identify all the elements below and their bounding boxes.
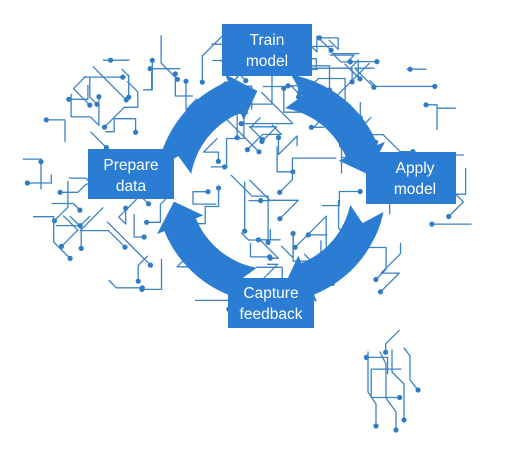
stage-capture-label-line2: feedback <box>240 306 303 323</box>
circuit-node <box>58 243 65 249</box>
circuit-node <box>401 417 407 423</box>
cycle-arrow-capture-to-prepare <box>156 201 257 302</box>
circuit-node <box>238 121 244 127</box>
circuit-node <box>133 129 139 135</box>
circuit-node <box>429 221 435 227</box>
circuit-node <box>374 59 380 65</box>
circuit-node <box>243 78 249 84</box>
stage-capture-box <box>228 278 314 328</box>
circuit-node <box>244 147 250 153</box>
circuit-node <box>259 138 265 144</box>
circuit-node <box>139 286 145 292</box>
circuit-node <box>277 216 283 222</box>
circuit-node <box>77 207 83 213</box>
circuit-node <box>144 219 150 225</box>
circuit-node <box>222 164 228 170</box>
stage-capture-label-line1: Capture <box>243 285 298 302</box>
circuit-node <box>123 97 129 103</box>
stage-train-box <box>222 24 312 76</box>
stage-train-label-line2: model <box>246 53 288 70</box>
circuit-node <box>308 124 314 130</box>
circuit-node <box>149 57 155 63</box>
circuit-node <box>38 159 44 165</box>
stage-prepare: Prepare data <box>88 149 174 199</box>
circuit-node <box>103 145 109 151</box>
circuit-node <box>258 198 264 204</box>
circuit-node <box>397 394 403 401</box>
circuit-node <box>328 47 334 53</box>
stage-apply: Apply model <box>366 152 456 204</box>
circuit-node <box>147 262 153 268</box>
circuit-node <box>267 255 273 261</box>
circuit-node <box>234 135 240 141</box>
circuit-node <box>216 185 222 191</box>
circuit-node <box>373 276 379 283</box>
circuit-node <box>205 189 211 195</box>
circuit-node <box>145 201 152 207</box>
stage-prepare-label-line1: Prepare <box>103 157 158 174</box>
circuit-node <box>265 239 271 245</box>
circuit-node <box>407 66 413 72</box>
cycle-arrow-apply-to-capture <box>284 204 384 303</box>
circuit-node <box>292 244 298 250</box>
stage-train: Train model <box>222 24 312 76</box>
circuit-node <box>415 387 421 393</box>
circuit-node <box>66 96 72 102</box>
stage-train-label-line1: Train <box>250 32 285 49</box>
circuit-node <box>242 228 248 234</box>
circuit-node <box>108 57 114 63</box>
circuit-node <box>349 79 355 85</box>
circuit-node <box>67 255 73 261</box>
circuit-node <box>87 102 93 108</box>
circuit-node <box>141 234 147 240</box>
circuit-node <box>285 83 291 89</box>
circuit-node <box>347 59 353 65</box>
circuit-node <box>135 278 141 284</box>
circuit-node <box>423 102 429 108</box>
circuit-node <box>78 245 84 251</box>
circuit-node <box>383 349 389 355</box>
circuit-node <box>43 117 49 123</box>
circuit-node <box>275 135 282 141</box>
circuit-node <box>357 188 363 195</box>
stage-apply-label-line2: model <box>394 181 436 198</box>
stage-apply-label-line1: Apply <box>396 160 435 177</box>
stage-prepare-label-line2: data <box>116 178 147 195</box>
circuit-node <box>172 71 178 77</box>
circuit-node <box>101 124 108 130</box>
circuit-node <box>122 244 128 250</box>
cycle-arrow-train-to-apply <box>285 74 386 175</box>
circuit-node <box>199 79 205 85</box>
circuit-node <box>357 76 363 82</box>
circuit-node <box>51 218 58 224</box>
circuit-node <box>377 289 384 295</box>
circuit-node <box>432 83 438 89</box>
circuit-node <box>446 213 452 220</box>
circuit-node <box>393 427 399 433</box>
cycle-arrow-prepare-to-train <box>157 73 258 174</box>
circuit-node <box>57 189 63 195</box>
circuit-node <box>174 76 180 82</box>
circuit-node <box>277 189 283 195</box>
cycle-ring <box>156 73 386 303</box>
circuit-node <box>256 149 262 155</box>
stage-prepare-box <box>88 149 174 199</box>
stage-capture: Capture feedback <box>228 278 314 328</box>
circuit-node <box>215 158 221 164</box>
circuit-node <box>123 205 129 211</box>
circuit-node <box>24 180 30 186</box>
circuit-node <box>373 423 379 429</box>
circuit-node <box>147 66 153 72</box>
circuit-node <box>96 94 102 100</box>
stage-apply-box <box>366 152 456 204</box>
circuit-node <box>183 78 189 84</box>
circuit-node <box>120 74 126 80</box>
